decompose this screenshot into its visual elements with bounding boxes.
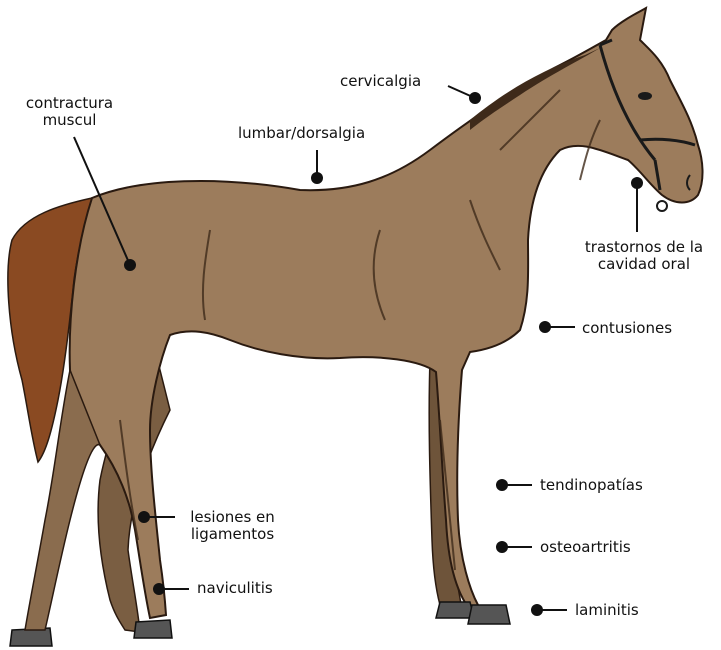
halter-ring bbox=[657, 201, 667, 211]
callout-laminitis bbox=[531, 604, 567, 616]
label-oral-line1: trastornos de la bbox=[574, 239, 714, 256]
front-hoof-far bbox=[436, 602, 474, 618]
callout-osteoartritis bbox=[496, 541, 532, 553]
label-oral: trastornos de la cavidad oral bbox=[574, 239, 714, 273]
callout-naviculitis bbox=[153, 583, 189, 595]
label-lesiones: lesiones en ligamentos bbox=[180, 509, 285, 543]
label-osteoartritis: osteoartritis bbox=[540, 539, 631, 556]
callout-tendinopatias bbox=[496, 479, 532, 491]
horse-eye bbox=[638, 92, 652, 100]
label-naviculitis: naviculitis bbox=[197, 580, 273, 597]
callout-contusiones bbox=[539, 321, 575, 333]
label-oral-line2: cavidad oral bbox=[574, 256, 714, 273]
label-contractura-line2: muscul bbox=[12, 112, 127, 129]
front-hoof-near bbox=[468, 605, 510, 624]
label-contusiones: contusiones bbox=[582, 320, 672, 337]
label-contractura: contractura muscul bbox=[12, 95, 127, 129]
hind-hoof-near bbox=[134, 620, 172, 638]
label-contractura-line1: contractura bbox=[12, 95, 127, 112]
label-tendinopatias: tendinopatías bbox=[540, 477, 643, 494]
horse-body bbox=[70, 8, 703, 618]
callout-cervicalgia bbox=[448, 86, 481, 104]
label-lesiones-line1: lesiones en bbox=[180, 509, 285, 526]
label-lumbar: lumbar/dorsalgia bbox=[238, 125, 365, 142]
callout-lumbar bbox=[311, 150, 323, 184]
label-cervicalgia: cervicalgia bbox=[340, 73, 421, 90]
label-lesiones-line2: ligamentos bbox=[180, 526, 285, 543]
callout-oral bbox=[631, 177, 643, 232]
label-laminitis: laminitis bbox=[575, 602, 639, 619]
